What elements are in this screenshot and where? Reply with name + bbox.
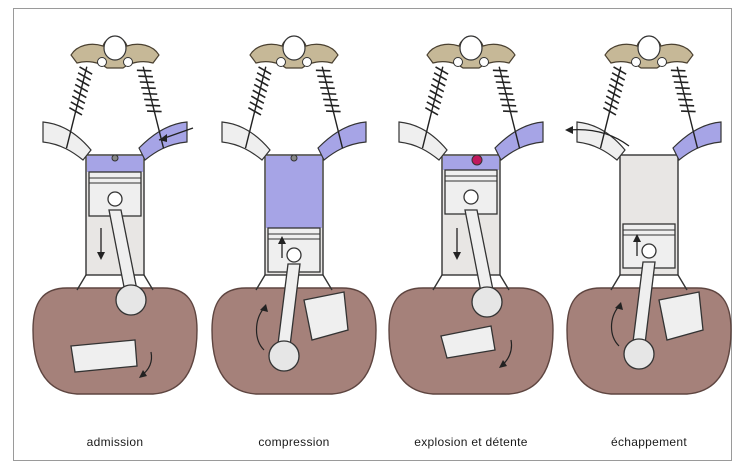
stroke-1-admission — [33, 36, 197, 394]
valve-spring-icon — [239, 36, 350, 150]
crankshaft-icon — [472, 287, 502, 317]
crankshaft-icon — [624, 339, 654, 369]
caption-exhaust: échappement — [611, 435, 687, 449]
valve-spring-icon — [60, 36, 171, 150]
crankshaft-icon — [116, 285, 146, 315]
caption-admission: admission — [87, 435, 144, 449]
valve-spring-icon — [416, 36, 527, 150]
valve-spring-icon — [594, 36, 705, 150]
stroke-2-compression — [212, 36, 376, 394]
piston-icon — [445, 170, 497, 214]
caption-explosion: explosion et détente — [414, 435, 527, 449]
stroke-3-explosion — [389, 36, 553, 394]
caption-compression: compression — [258, 435, 329, 449]
counterweight-icon — [71, 340, 137, 372]
stroke-4-exhaust — [565, 36, 731, 394]
crankcase-icon — [33, 288, 197, 394]
spark-plug-icon — [472, 155, 482, 165]
crankshaft-icon — [269, 341, 299, 371]
